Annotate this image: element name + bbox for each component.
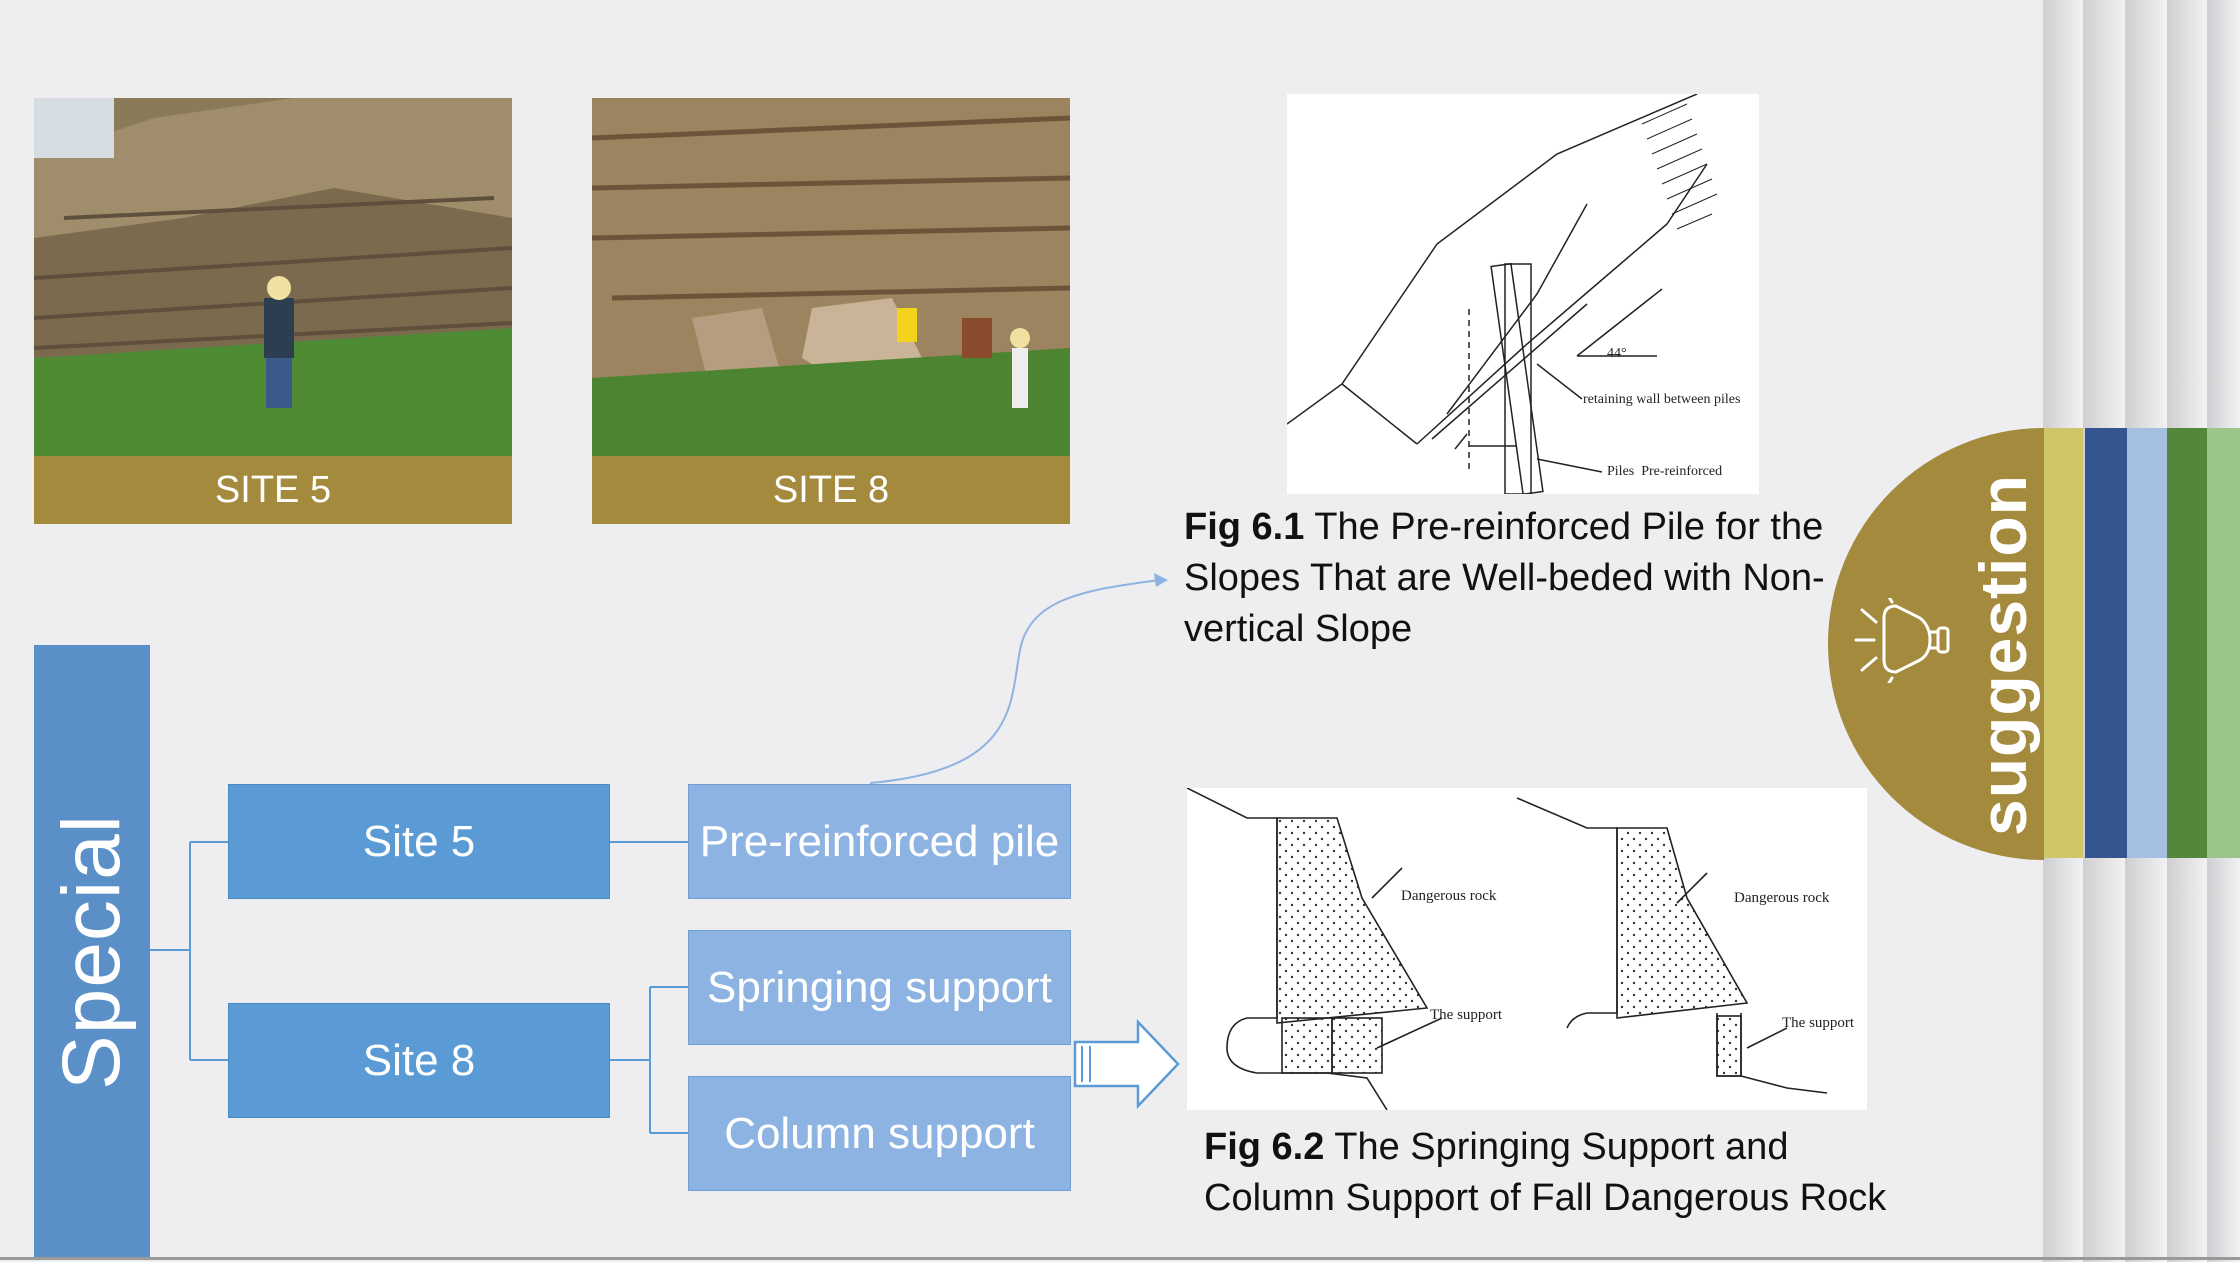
fig-6-1-caption-line1: The Pre-reinforced Pile for the bbox=[1304, 506, 1824, 548]
special-bar bbox=[34, 645, 150, 1258]
fig-6-1-angle-label: 44° bbox=[1607, 346, 1627, 361]
fig-6-2-support-label-right: The support bbox=[1782, 1015, 1855, 1031]
site8-label: SITE 8 bbox=[592, 456, 1070, 524]
site5-photo: SITE 5 bbox=[34, 98, 512, 524]
fig-6-1-caption-line3: vertical Slope bbox=[1184, 608, 1413, 650]
special-label: Special bbox=[46, 814, 137, 1090]
fig-6-1-diagram: 44° retaining wall between piles Piles P… bbox=[1286, 93, 1759, 496]
tab-color-green[interactable] bbox=[2167, 428, 2207, 858]
site5-label: SITE 5 bbox=[34, 456, 512, 524]
springing-support-node: Springing support bbox=[688, 930, 1071, 1045]
fig-6-2-caption-line1: The Springing Support and bbox=[1324, 1126, 1789, 1168]
bottom-divider bbox=[0, 1257, 2240, 1260]
fig-6-2-caption: Fig 6.2 The Springing Support and Column… bbox=[1204, 1122, 1924, 1224]
fig-6-1-caption-line2: Slopes That are Well-beded with Non- bbox=[1184, 557, 1825, 599]
fig-6-2-caption-line2: Column Support of Fall Dangerous Rock bbox=[1204, 1177, 1887, 1219]
suggestion-tab[interactable] bbox=[1820, 428, 2050, 860]
fig-6-1-caption-title: Fig 6.1 bbox=[1184, 506, 1305, 548]
fig-6-1-caption: Fig 6.1 The Pre-reinforced Pile for the … bbox=[1184, 502, 1864, 655]
pre-reinforced-pile-node: Pre-reinforced pile bbox=[688, 784, 1071, 899]
site8-photo: SITE 8 bbox=[592, 98, 1070, 524]
fig-6-2-caption-title: Fig 6.2 bbox=[1204, 1126, 1325, 1168]
tab-color-yellow[interactable] bbox=[2043, 428, 2083, 858]
site5-node: Site 5 bbox=[228, 784, 610, 899]
fig-6-2-diagram: Dangerous rock Dangerous rock The suppor… bbox=[1186, 787, 1867, 1111]
tab-color-lightblue[interactable] bbox=[2127, 428, 2167, 858]
column-support-node: Column support bbox=[688, 1076, 1071, 1191]
site8-node: Site 8 bbox=[228, 1003, 610, 1118]
tab-color-navy[interactable] bbox=[2085, 428, 2127, 858]
fig-6-1-wall-label: retaining wall between piles bbox=[1583, 392, 1741, 407]
fig-6-2-support-label-left: The support bbox=[1430, 1007, 1503, 1023]
suggestion-label: suggestion bbox=[1966, 473, 2040, 837]
lightbulb-icon bbox=[1854, 598, 1950, 683]
tab-color-palegreen[interactable] bbox=[2207, 428, 2240, 858]
fig-6-1-pile-label: Piles Pre-reinforced bbox=[1607, 464, 1723, 479]
fig-6-2-rock-label-left: Dangerous rock bbox=[1401, 888, 1497, 904]
fig-6-2-rock-label-right: Dangerous rock bbox=[1734, 890, 1830, 906]
